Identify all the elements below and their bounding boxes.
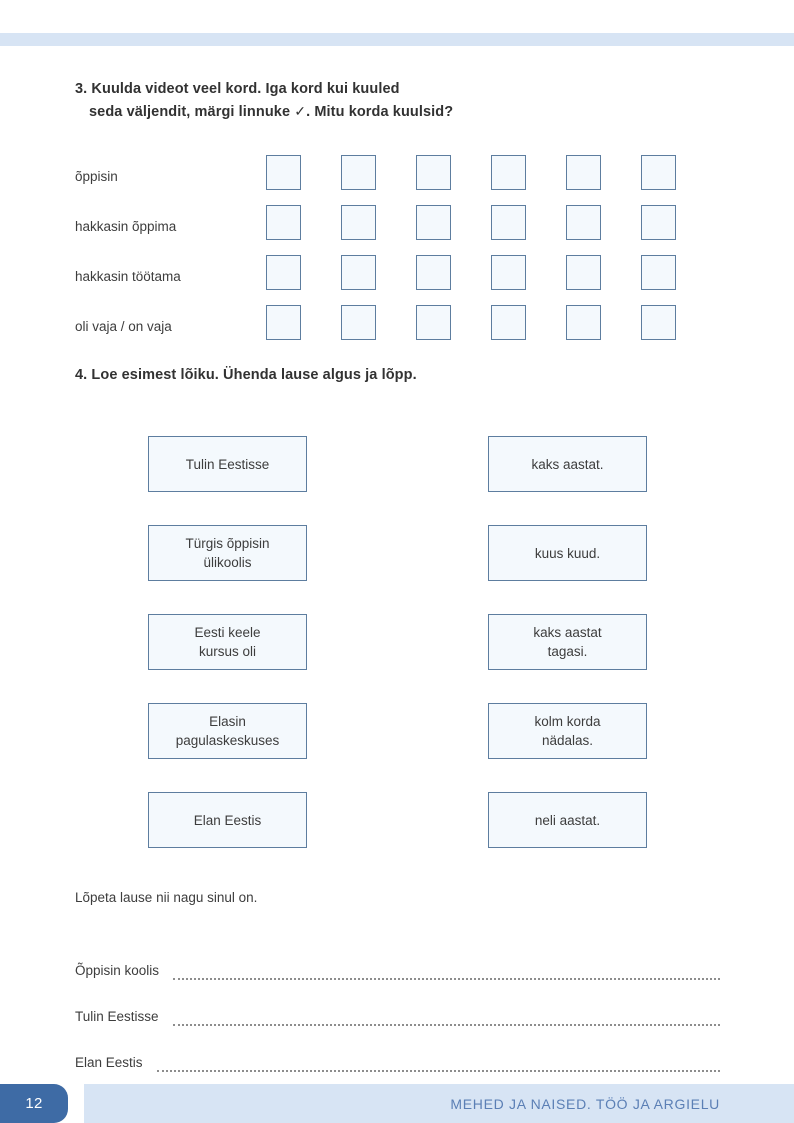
sentence-stem-3: Elan Eestis [75, 1055, 143, 1070]
checkbox-r4c4[interactable] [491, 305, 526, 340]
checkbox-r4c3[interactable] [416, 305, 451, 340]
checkbox-r2c5[interactable] [566, 205, 601, 240]
exercise-3-checkbox-grid: õppisin hakkasin õppima hakkasin töötama… [75, 155, 695, 355]
checkbox-grid-row: hakkasin töötama [75, 255, 695, 305]
exercise-3-heading: 3. Kuulda videot veel kord. Iga kord kui… [75, 78, 695, 123]
sentence-answer-line-3[interactable] [156, 1064, 720, 1072]
sentence-row-2: Tulin Eestisse [75, 980, 720, 1026]
checkbox-r4c5[interactable] [566, 305, 601, 340]
checkbox-grid-row: õppisin [75, 155, 695, 205]
checkbox-r4c6[interactable] [641, 305, 676, 340]
page-number: 12 [25, 1095, 43, 1112]
checkbox-r2c6[interactable] [641, 205, 676, 240]
footer-chapter-title: MEHED JA NAISED. TÖÖ JA ARGIELU [450, 1095, 720, 1112]
match-left-box-5[interactable]: Elan Eestis [148, 792, 307, 848]
checkbox-r4c2[interactable] [341, 305, 376, 340]
checkbox-r3c3[interactable] [416, 255, 451, 290]
checkbox-r4c1[interactable] [266, 305, 301, 340]
sentence-completion-list: Õppisin koolis Tulin Eestisse Elan Eesti… [75, 934, 720, 1072]
match-right-box-5[interactable]: neli aastat. [488, 792, 647, 848]
checkbox-row-boxes [266, 305, 676, 340]
footer-bar: MEHED JA NAISED. TÖÖ JA ARGIELU [84, 1084, 794, 1123]
checkbox-grid-row: hakkasin õppima [75, 205, 695, 255]
checkbox-r3c2[interactable] [341, 255, 376, 290]
checkbox-r1c1[interactable] [266, 155, 301, 190]
checkbox-row-boxes [266, 255, 676, 290]
exercise-3-heading-line2-a: seda väljendit, märgi linnuke [89, 104, 295, 120]
checkbox-r2c3[interactable] [416, 205, 451, 240]
top-decorative-band [0, 33, 794, 46]
matching-row: Elan Eestis neli aastat. [0, 792, 794, 881]
checkbox-row-label: hakkasin töötama [75, 269, 181, 284]
checkbox-r1c6[interactable] [641, 155, 676, 190]
checkbox-r2c2[interactable] [341, 205, 376, 240]
checkbox-row-label: õppisin [75, 169, 118, 184]
checkbox-row-label: oli vaja / on vaja [75, 319, 172, 334]
sentence-answer-line-2[interactable] [172, 1018, 720, 1026]
exercise-4-matching-area: Tulin Eestisse kaks aastat. Türgis õppis… [0, 436, 794, 881]
sentence-row-3: Elan Eestis [75, 1026, 720, 1072]
page-number-tab: 12 [0, 1084, 68, 1123]
exercise-3-heading-line2: seda väljendit, märgi linnuke ✓. Mitu ko… [75, 100, 695, 123]
sentence-answer-line-1[interactable] [173, 972, 720, 980]
matching-row: Tulin Eestisse kaks aastat. [0, 436, 794, 525]
checkbox-r1c2[interactable] [341, 155, 376, 190]
exercise-3-heading-line2-b: . Mitu korda kuulsid? [306, 104, 454, 120]
checkbox-r3c5[interactable] [566, 255, 601, 290]
match-left-box-1[interactable]: Tulin Eestisse [148, 436, 307, 492]
checkbox-grid-row: oli vaja / on vaja [75, 305, 695, 355]
match-right-box-1[interactable]: kaks aastat. [488, 436, 647, 492]
exercise-4-heading: 4. Loe esimest lõiku. Ühenda lause algus… [75, 367, 417, 383]
sentence-stem-2: Tulin Eestisse [75, 1009, 159, 1024]
sentence-row-1: Õppisin koolis [75, 934, 720, 980]
match-right-box-2[interactable]: kuus kuud. [488, 525, 647, 581]
checkbox-r3c6[interactable] [641, 255, 676, 290]
sentence-stem-1: Õppisin koolis [75, 963, 160, 978]
checkbox-row-boxes [266, 205, 676, 240]
checkbox-r3c4[interactable] [491, 255, 526, 290]
checkbox-r1c5[interactable] [566, 155, 601, 190]
checkmark-icon: ✓ [294, 103, 307, 119]
checkbox-row-label: hakkasin õppima [75, 219, 177, 234]
checkbox-r1c3[interactable] [416, 155, 451, 190]
checkbox-r2c4[interactable] [491, 205, 526, 240]
checkbox-r2c1[interactable] [266, 205, 301, 240]
checkbox-row-boxes [266, 155, 676, 190]
complete-sentences-instruction: Lõpeta lause nii nagu sinul on. [75, 890, 258, 905]
checkbox-r1c4[interactable] [491, 155, 526, 190]
checkbox-r3c1[interactable] [266, 255, 301, 290]
exercise-3-heading-line1: 3. Kuulda videot veel kord. Iga kord kui… [75, 81, 400, 97]
